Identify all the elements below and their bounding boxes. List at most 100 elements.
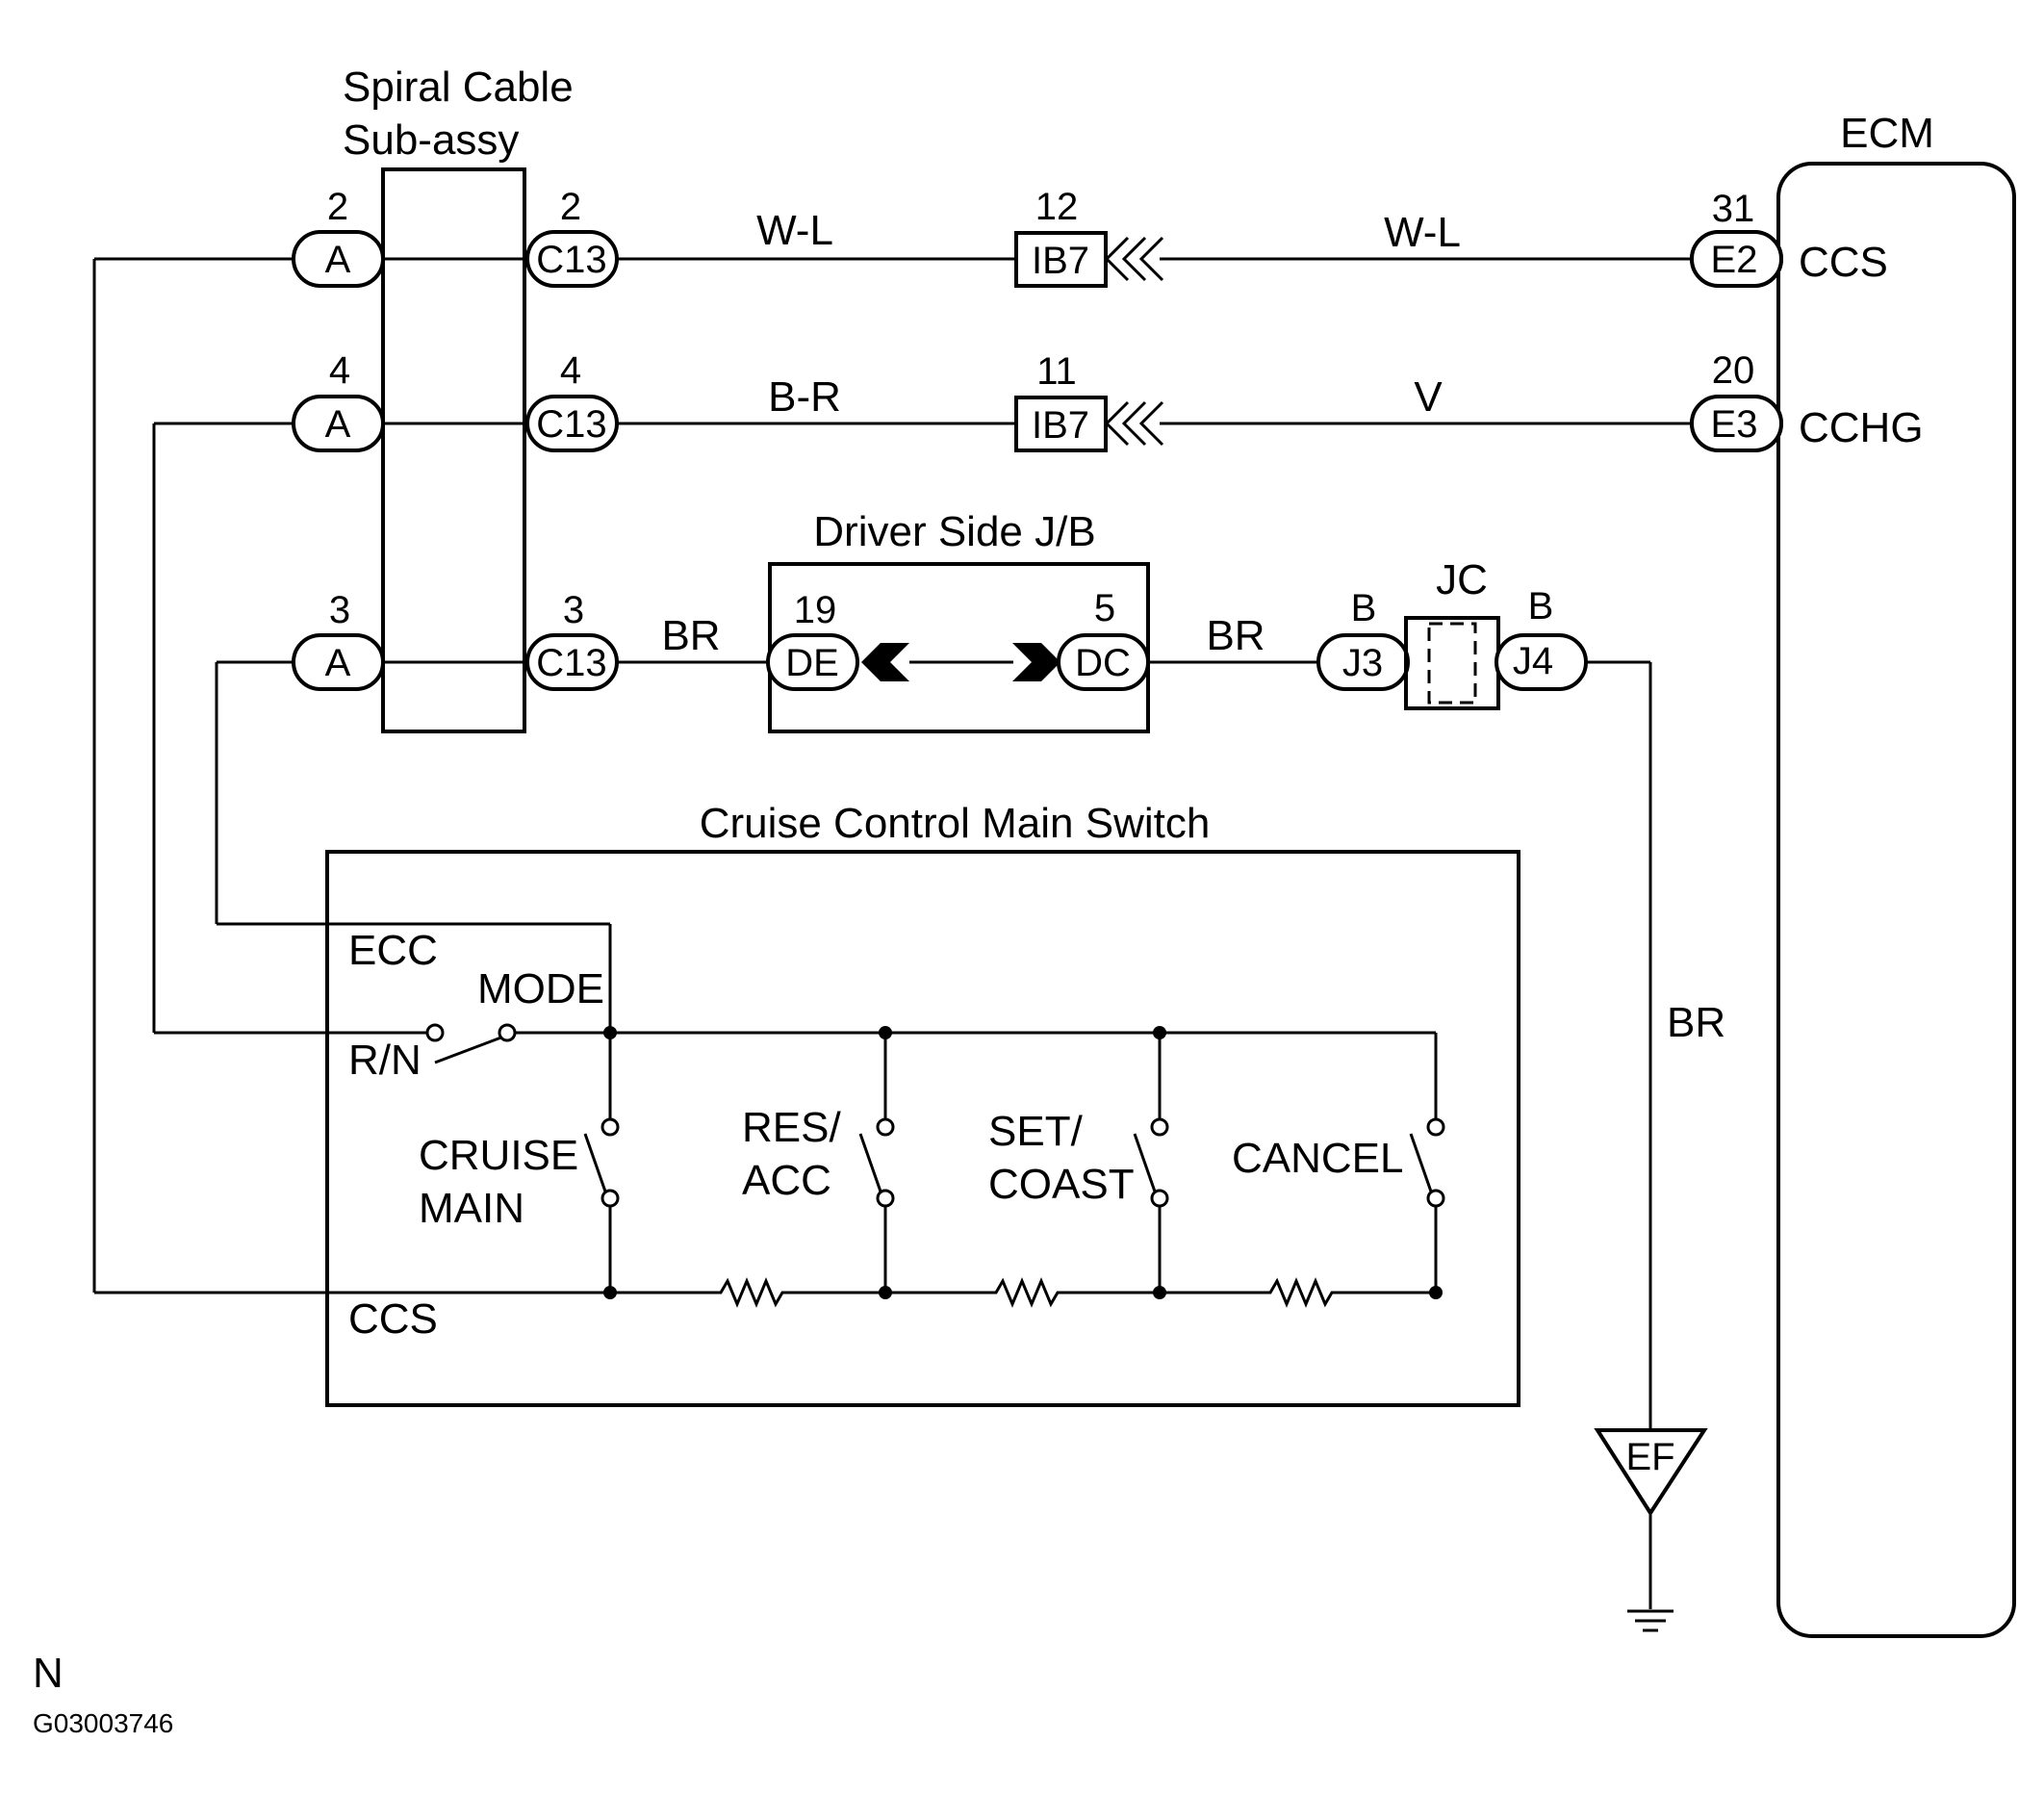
row2-a-label: A	[325, 403, 351, 446]
ecm-ccs-label: CCS	[1799, 239, 1888, 286]
row2-a-connector	[292, 395, 385, 452]
ccs-label: CCS	[348, 1295, 438, 1343]
row2-ib7-pin: 11	[1036, 350, 1077, 393]
row3-a-connector	[292, 633, 385, 691]
set-switch-blade	[1133, 1133, 1157, 1192]
cancel-contact-top	[1426, 1117, 1445, 1137]
de-connector	[766, 633, 859, 691]
row2-c13-connector	[525, 395, 619, 452]
res-contact-top	[876, 1117, 895, 1137]
de-label: DE	[785, 642, 839, 684]
ecm-e3-text: E3	[1711, 403, 1758, 446]
row3-a-pin: 3	[329, 589, 350, 631]
res-switch-blade	[858, 1133, 882, 1192]
wires	[92, 257, 1696, 1609]
row3: 3 A 3 C13 BR Driver Side J/B 19 DE 5 DC …	[292, 508, 1588, 733]
node-set-bottom	[1153, 1286, 1166, 1299]
cruise-label-line1: CRUISE	[419, 1132, 578, 1179]
row1-a-pin: 2	[327, 186, 348, 228]
spiral-cable-body	[381, 167, 526, 733]
dc-arrow	[1012, 643, 1060, 681]
j3-wire-color: B	[1351, 587, 1377, 629]
cancel-label: CANCEL	[1232, 1135, 1404, 1182]
mode-contact-right	[498, 1023, 517, 1042]
set-contact-bottom	[1150, 1189, 1169, 1208]
row1-ib7-label: IB7	[1032, 240, 1089, 282]
row2-wire-color-right: V	[1414, 373, 1443, 421]
rn-label: R/N	[348, 1037, 422, 1084]
row2: 4 A 4 C13 B-R 11 IB7 V 20 E3	[292, 349, 1783, 452]
jc-dashed-inner	[1427, 622, 1477, 705]
j3-label: J3	[1342, 642, 1383, 684]
row2-c13-pin: 4	[560, 349, 581, 392]
row2-c13-label: C13	[536, 403, 606, 446]
cruise-control-main-switch: Cruise Control Main Switch ECC MODE R/N …	[325, 800, 1520, 1407]
cruise-contact-top	[600, 1117, 620, 1137]
row1-c13-pin: 2	[560, 186, 581, 228]
row1-ib7-pin: 12	[1035, 186, 1079, 228]
spiral-cable-title-line2: Sub-assy	[343, 116, 519, 164]
ecm-cchg-label: CCHG	[1799, 404, 1924, 451]
cancel-contact-bottom	[1426, 1189, 1445, 1208]
ecm-title: ECM	[1840, 110, 1934, 157]
set-label-line2: COAST	[988, 1161, 1135, 1208]
jc-title: JC	[1436, 556, 1488, 603]
row1-wire-color-left: W-L	[756, 207, 833, 254]
jb-title: Driver Side J/B	[813, 508, 1095, 555]
ecc-label: ECC	[348, 927, 438, 974]
bottom-rail-resistors	[610, 1277, 1436, 1308]
de-pin: 19	[794, 589, 837, 631]
spiral-cable-title-line1: Spiral Cable	[343, 64, 574, 111]
ef-label: EF	[1625, 1436, 1674, 1478]
row1-a-connector	[292, 230, 385, 288]
row2-a-pin: 4	[329, 349, 350, 392]
switch-title: Cruise Control Main Switch	[700, 800, 1211, 847]
row2-e3-pin: 20	[1712, 349, 1755, 392]
dc-label: DC	[1075, 642, 1131, 684]
ecm-e3-cover	[1690, 395, 1783, 452]
set-contact-top	[1150, 1117, 1169, 1137]
res-contact-bottom	[876, 1189, 895, 1208]
row2-ib7-connector	[1014, 396, 1108, 452]
switch-box	[325, 850, 1520, 1407]
ecm-e2-text: E2	[1711, 239, 1758, 281]
node-cruise-bottom	[603, 1286, 617, 1299]
dc-connector	[1057, 633, 1150, 691]
row1-a-label: A	[325, 239, 351, 281]
row2-wire-color-left: B-R	[768, 373, 841, 421]
ecm-body	[1776, 162, 2016, 1638]
row2-ib7-label: IB7	[1032, 404, 1089, 447]
row1-wire-color-right: W-L	[1384, 209, 1461, 256]
res-label-line1: RES/	[742, 1104, 841, 1151]
cruise-label-line2: MAIN	[419, 1185, 524, 1232]
row2-ib7-chevrons	[1104, 400, 1164, 447]
j4-connector	[1495, 633, 1588, 691]
row1: 2 A 2 C13 W-L 12 IB7 W-L 31 E2	[292, 186, 1783, 288]
node-cancel-bottom	[1429, 1286, 1443, 1299]
node-res-bottom	[879, 1286, 892, 1299]
j4-label: J4	[1513, 640, 1553, 682]
cruise-switch-blade	[583, 1133, 607, 1192]
figure-id: G03003746	[33, 1708, 173, 1738]
set-label-line1: SET/	[988, 1108, 1084, 1155]
dc-pin: 5	[1094, 587, 1115, 629]
corner-letter: N	[33, 1650, 64, 1697]
cancel-switch-blade	[1409, 1133, 1433, 1192]
mode-contact-left	[425, 1023, 445, 1042]
row1-c13-connector	[525, 230, 619, 288]
row1-e2-pin: 31	[1712, 188, 1755, 230]
ground-wire-color: BR	[1667, 999, 1725, 1046]
ecm: ECM E2 E3 CCS CCHG	[1690, 110, 2016, 1638]
row1-c13-label: C13	[536, 239, 606, 281]
row3-wire-color-right: BR	[1206, 612, 1265, 659]
row3-c13-connector	[525, 633, 619, 691]
mode-switch-blade	[434, 1034, 507, 1064]
ecm-e2-cover	[1690, 230, 1783, 288]
jc-box	[1404, 616, 1500, 710]
res-label-line2: ACC	[742, 1157, 831, 1204]
cruise-contact-bottom	[600, 1189, 620, 1208]
row3-wire-color-left: BR	[661, 612, 720, 659]
de-arrow	[861, 643, 909, 681]
row3-c13-label: C13	[536, 642, 606, 684]
